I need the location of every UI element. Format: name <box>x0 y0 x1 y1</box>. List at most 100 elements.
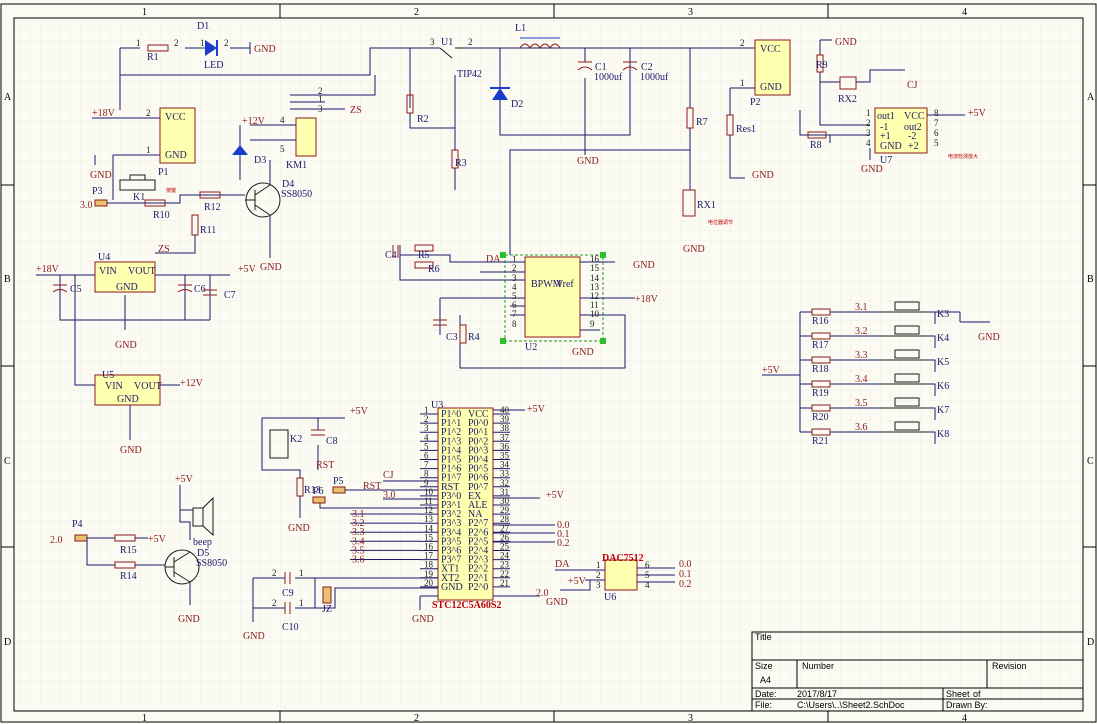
u3-pin-number-left: 5 <box>424 441 429 451</box>
u3-pin-name-right: P2^2 <box>468 564 488 575</box>
u5-label: U5 <box>102 370 114 381</box>
p3-line-label: 3.5 <box>352 545 365 556</box>
u3-label: U3 <box>431 400 443 411</box>
gnd-d4: GND <box>260 262 282 273</box>
u3-part: STC12C5A60S2 <box>432 600 501 611</box>
r14-label: R14 <box>120 571 137 582</box>
of-label: of <box>973 689 981 699</box>
p12v-relay: +12V <box>242 116 266 127</box>
u3-pin-number-left: 4 <box>424 432 429 442</box>
u3-pin-name-right: P2^6 <box>468 527 488 538</box>
svg-text:2: 2 <box>468 37 473 47</box>
u7-pin-r-1: VCC <box>904 111 925 122</box>
svg-text:1: 1 <box>200 38 205 48</box>
key-switch-label: K4 <box>937 333 949 344</box>
row-label-d-right: D <box>1087 637 1094 648</box>
gnd-led: GND <box>254 44 276 55</box>
p18v-u4: +18V <box>36 264 60 275</box>
u3-pin-number-right: 23 <box>500 560 510 570</box>
key-port-label: 3.2 <box>855 326 868 337</box>
p1-connector: VCC GND P1 +18V GND 21 <box>90 107 196 200</box>
p5v-keys: +5V <box>762 365 781 376</box>
drawn-by-label: Drawn By: <box>946 700 988 710</box>
row-label-a-right: A <box>1087 92 1095 103</box>
u3-pin-name-right: P0^6 <box>468 473 488 484</box>
key-array: +5V GND <box>762 311 1000 432</box>
p4-label: P4 <box>72 519 83 530</box>
gnd-u3: GND <box>412 614 434 625</box>
u3-pin-number-left: 12 <box>424 505 433 515</box>
dac-u6: DAC7512 U6 DA +5V GND 0.0 0.1 0.2 123 65… <box>546 553 692 608</box>
row-label-b-right: B <box>1087 274 1094 285</box>
u3-pin-name-left: P1^7 <box>441 473 461 484</box>
u5-vout: VOUT <box>134 381 162 392</box>
op-amp-u7: GND R9 RX2 CJ R8 out1 -1 +1 GND VCC out2… <box>799 37 987 175</box>
col-label-1-top: 1 <box>142 7 147 18</box>
c10-label: C10 <box>282 622 299 633</box>
u3-pin-name-right: P0^1 <box>468 427 488 438</box>
u4-gnd: GND <box>116 282 138 293</box>
row-label-c-right: C <box>1087 456 1094 467</box>
svg-text:7: 7 <box>934 118 939 128</box>
da-dac: DA <box>555 559 570 570</box>
p18v-u2: +18V <box>635 294 659 305</box>
d3-label: D3 <box>254 155 266 166</box>
svg-text:8: 8 <box>934 108 939 118</box>
u7-pin-r-3: -2 <box>908 131 916 142</box>
gnd-rx1: GND <box>683 244 705 255</box>
r13-label: R13 <box>304 485 321 496</box>
key-resistor <box>811 404 831 412</box>
gnd-u4: GND <box>115 340 137 351</box>
key-resistor <box>811 380 831 388</box>
key-resistor-label: R17 <box>812 340 829 351</box>
u3-pin-name-left: P3^3 <box>441 518 461 529</box>
gnd-res1: GND <box>752 170 774 181</box>
svg-text:3: 3 <box>430 37 435 47</box>
border-column-labels: 1 2 3 4 1 2 3 4 A B C D A B C D <box>4 7 1095 724</box>
r8-label: R8 <box>810 140 822 151</box>
u3-pin-number-left: 7 <box>424 460 429 470</box>
u3-pin-name-left: P1^5 <box>441 455 461 466</box>
u6-label: U6 <box>604 592 616 603</box>
key-port-label: 3.3 <box>855 350 868 361</box>
key-switch <box>894 325 920 335</box>
km1-label: KM1 <box>286 160 307 171</box>
u3-pin-name-right: P0^5 <box>468 464 488 475</box>
u3-pin-name-left: P1^3 <box>441 436 461 447</box>
number-label: Number <box>802 661 834 671</box>
u3-pin-name-left: XT2 <box>441 573 459 584</box>
u3-pin-name-left: P1^2 <box>441 427 461 438</box>
p5-label: P5 <box>333 476 344 487</box>
u3-pin-number-left: 15 <box>424 532 434 542</box>
sheet-border <box>0 3 1097 723</box>
c2-label: C2 <box>641 62 653 73</box>
u3-pin-number-left: 6 <box>424 451 429 461</box>
u3-pin-number-right: 38 <box>500 423 510 433</box>
u3-pin-number-right: 31 <box>500 487 509 497</box>
u3-pin-number-left: 18 <box>424 560 434 570</box>
key-switch-label: K3 <box>937 309 949 320</box>
dac-out-2: 0.2 <box>679 579 692 590</box>
p3-line-label: 3.2 <box>352 518 365 529</box>
u3-pin-name-left: GND <box>441 582 463 593</box>
k1-label: K1 <box>133 192 145 203</box>
key-resistor <box>811 428 831 436</box>
u3-pin-name-left: XT1 <box>441 564 459 575</box>
u3-pin-number-right: 25 <box>500 542 510 552</box>
u3-pin-name-left: P3^0 <box>441 491 461 502</box>
beeper-circuit: +5V beep P4 2.0 R15 R14 +5V D5 SS8050 GN… <box>50 474 227 625</box>
p1-label: P1 <box>158 167 169 178</box>
r6-label: R6 <box>428 264 440 275</box>
svg-text:1: 1 <box>740 78 745 88</box>
u3-pin-number-left: 20 <box>424 578 434 588</box>
key-switch-label: K5 <box>937 357 949 368</box>
size-value: A4 <box>760 675 771 685</box>
c1-label: C1 <box>595 62 607 73</box>
svg-text:2: 2 <box>224 38 229 48</box>
key-switch-label: K6 <box>937 381 949 392</box>
u3-pin-number-left: 11 <box>424 496 433 506</box>
svg-text:8: 8 <box>512 319 517 329</box>
u3-pin-name-left: P3^6 <box>441 546 461 557</box>
svg-text:5: 5 <box>280 144 285 154</box>
